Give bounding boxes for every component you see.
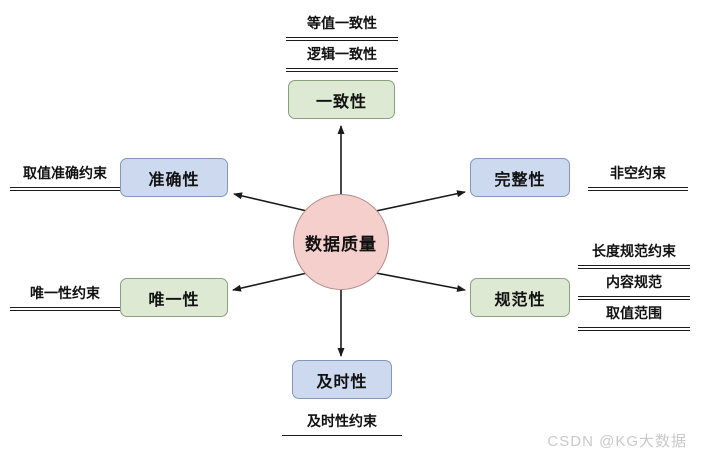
node-standard[interactable]: 规范性 [470,278,570,317]
constraint-label: 内容规范 [606,274,662,290]
constraint-item: 及时性约束 [282,408,402,436]
constraint-item: 唯一性约束 [10,280,120,311]
node-completeness[interactable]: 完整性 [470,158,570,197]
constraint-item: 非空约束 [588,160,688,191]
constraint-item: 等值一致性 [286,10,398,41]
constraint-label: 长度规范约束 [592,243,676,259]
constraint-divider [10,307,120,311]
constraint-item: 内容规范 [578,269,690,300]
constraint-item: 取值范围 [578,300,690,331]
constraints-timeliness: 及时性约束 [282,408,402,436]
constraint-divider [10,187,120,191]
constraint-label: 逻辑一致性 [307,46,377,62]
connector-to-completeness [375,190,466,212]
constraint-label: 等值一致性 [307,15,377,31]
node-uniqueness[interactable]: 唯一性 [120,278,228,317]
node-timeliness[interactable]: 及时性 [292,360,392,399]
node-consistency[interactable]: 一致性 [288,80,395,119]
constraints-completeness: 非空约束 [588,160,688,191]
node-timeliness-label: 及时性 [316,373,368,391]
constraints-standard: 长度规范约束 内容规范 取值范围 [578,238,690,331]
connector-to-uniqueness [232,272,308,292]
constraint-label: 非空约束 [610,165,666,181]
node-completeness-label: 完整性 [494,171,546,189]
constraint-divider [578,296,690,300]
constraint-divider [286,37,398,41]
watermark: CSDN @KG大数据 [547,433,687,450]
constraint-divider [282,435,402,436]
constraints-accuracy: 取值准确约束 [10,160,120,191]
constraint-item: 逻辑一致性 [286,41,398,72]
node-uniqueness-label: 唯一性 [148,291,200,309]
constraint-divider [578,265,690,269]
constraint-item: 取值准确约束 [10,160,120,191]
constraint-divider [578,327,690,331]
center-node-data-quality[interactable]: 数据质量 [293,194,389,290]
node-standard-label: 规范性 [494,291,546,309]
connector-to-standard [375,272,466,292]
constraint-label: 取值范围 [606,305,662,321]
constraint-label: 取值准确约束 [23,165,107,181]
center-node-label: 数据质量 [305,234,377,254]
node-accuracy[interactable]: 准确性 [120,158,228,197]
constraint-item: 长度规范约束 [578,238,690,269]
constraint-divider [286,68,398,72]
constraints-uniqueness: 唯一性约束 [10,280,120,311]
constraints-consistency: 等值一致性 逻辑一致性 [286,10,398,72]
connector-to-accuracy [233,192,308,212]
constraint-divider [588,187,688,191]
node-accuracy-label: 准确性 [148,171,200,189]
node-consistency-label: 一致性 [315,93,367,111]
constraint-label: 及时性约束 [307,413,377,429]
constraint-label: 唯一性约束 [30,285,100,301]
